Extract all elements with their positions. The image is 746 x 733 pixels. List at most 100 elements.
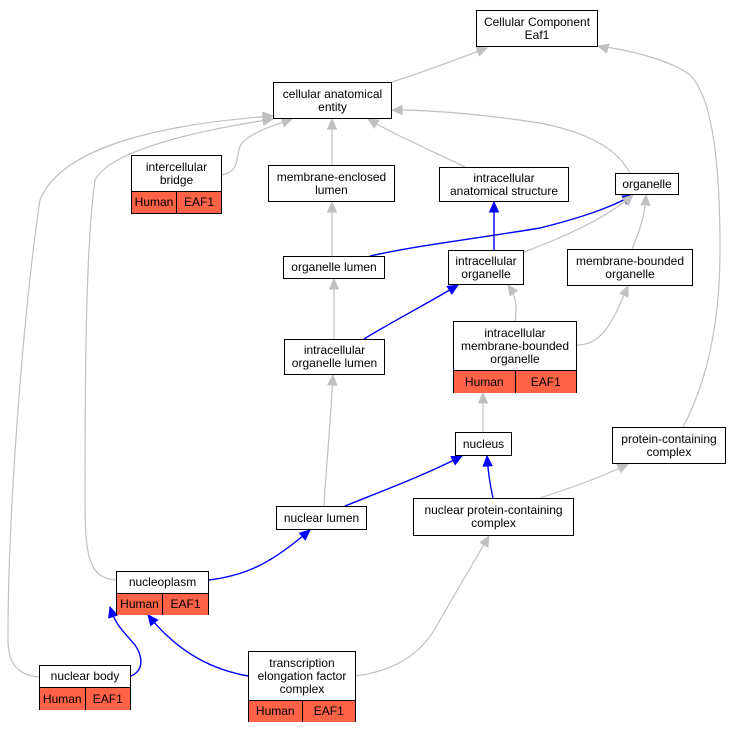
- gene-badge: EAF1: [84, 688, 131, 710]
- node-nuclear-body[interactable]: nuclear body Human EAF1: [39, 665, 131, 710]
- edge-io-to-ias: [488, 200, 500, 250]
- node-label: membrane-bounded organelle: [575, 253, 685, 281]
- node-label: intracellular membrane-bounded organelle: [460, 325, 570, 366]
- arrowhead-icon: [366, 118, 380, 129]
- edge-tefc-to-npc: [355, 534, 490, 677]
- node-label: nucleus: [462, 436, 505, 451]
- node-label: transcription elongation factor complex: [257, 655, 347, 696]
- edge-ol-to-org: [369, 194, 635, 257]
- arrowhead-icon: [327, 373, 338, 386]
- annotation-row: Human EAF1: [117, 593, 208, 615]
- edge-mbo-to-org: [631, 193, 651, 250]
- arrowhead-icon: [298, 529, 311, 541]
- species-badge: Human: [42, 691, 82, 706]
- edge-ol-to-mel: [326, 200, 338, 256]
- annotation-row: Human EAF1: [454, 370, 576, 393]
- node-transcription-elongation-factor-complex[interactable]: transcription elongation factor complex …: [248, 651, 356, 722]
- arrowhead-icon: [446, 284, 460, 295]
- arrowhead-icon: [640, 193, 651, 206]
- edge-line: [539, 463, 629, 499]
- edge-npc-to-pcc: [539, 463, 630, 499]
- node-intracellular-organelle-lumen[interactable]: intracellular organelle lumen: [284, 339, 385, 375]
- edge-line: [147, 614, 249, 677]
- node-label: protein-containing complex: [621, 431, 717, 459]
- node-label: nucleoplasm: [128, 575, 197, 589]
- node-label: organelle lumen: [291, 260, 377, 274]
- annotation-row: Human EAF1: [40, 687, 130, 710]
- arrowhead-icon: [108, 605, 119, 619]
- edge-line: [208, 529, 311, 581]
- edge-line: [597, 45, 721, 428]
- species-badge: Human: [464, 374, 504, 389]
- edge-npc-to-nuc: [482, 454, 494, 499]
- edge-iol-to-ol: [328, 277, 340, 339]
- species-badge: Human: [255, 704, 295, 718]
- node-label: nuclear protein-containing complex: [424, 503, 563, 530]
- arrowhead-icon: [618, 284, 629, 298]
- edge-np-to-nl: [208, 529, 311, 581]
- edge-line: [391, 47, 488, 83]
- edge-cae-to-cc: [391, 46, 489, 83]
- gene-badge: EAF1: [301, 701, 356, 722]
- node-nucleus[interactable]: nucleus: [455, 432, 512, 456]
- node-intracellular-anatomical-structure[interactable]: intracellular anatomical structure: [439, 167, 569, 202]
- edge-line: [391, 109, 631, 174]
- edge-iol-to-io: [363, 284, 460, 340]
- edge-nl-to-nuc: [344, 455, 464, 507]
- node-membrane-enclosed-lumen[interactable]: membrane-enclosed lumen: [268, 165, 395, 202]
- node-membrane-bounded-organelle[interactable]: membrane-bounded organelle: [567, 249, 693, 286]
- node-label: nuclear lumen: [283, 510, 360, 525]
- edge-mel-to-cae: [326, 117, 338, 165]
- arrowhead-icon: [390, 104, 403, 116]
- arrowhead-icon: [280, 117, 294, 128]
- node-nuclear-protein-containing-complex[interactable]: nuclear protein-containing complex: [413, 498, 574, 536]
- arrowhead-icon: [262, 111, 275, 123]
- node-label: intracellular organelle: [455, 253, 517, 281]
- edge-ias-to-cae: [366, 118, 466, 168]
- edge-line: [523, 194, 634, 253]
- gene-badge: EAF1: [162, 594, 208, 615]
- arrowhead-icon: [475, 46, 489, 57]
- arrowhead-icon: [507, 284, 519, 297]
- node-nuclear-lumen[interactable]: nuclear lumen: [276, 506, 367, 530]
- arrowhead-icon: [450, 455, 464, 466]
- node-intercellular-bridge[interactable]: intercellular bridge Human EAF1: [131, 155, 222, 214]
- node-label: membrane-enclosed lumen: [276, 169, 387, 197]
- edge-imbo-to-mbo: [576, 284, 629, 346]
- node-intracellular-organelle[interactable]: intracellular organelle: [448, 250, 524, 285]
- edge-pcc-to-cc: [596, 43, 721, 428]
- annotation-row: Human EAF1: [132, 191, 221, 213]
- edge-org-to-cae: [390, 104, 631, 174]
- edge-nl-to-iol: [323, 373, 338, 507]
- node-intracellular-membrane-bounded-organelle[interactable]: intracellular membrane-bounded organelle…: [453, 321, 577, 393]
- arrowhead-icon: [596, 43, 610, 54]
- arrowhead-icon: [488, 200, 500, 213]
- edge-line: [221, 118, 293, 176]
- node-nucleoplasm[interactable]: nucleoplasm Human EAF1: [116, 571, 209, 615]
- edge-line: [576, 285, 629, 346]
- arrowhead-icon: [147, 614, 159, 627]
- node-organelle-lumen[interactable]: organelle lumen: [283, 256, 385, 279]
- node-protein-containing-complex[interactable]: protein-containing complex: [612, 427, 726, 464]
- node-label: cellular anatomical entity: [282, 86, 383, 114]
- species-badge: Human: [120, 597, 159, 611]
- edge-line: [355, 535, 490, 677]
- arrowhead-icon: [477, 391, 489, 404]
- node-organelle[interactable]: organelle: [615, 173, 679, 195]
- species-badge: Human: [134, 195, 174, 209]
- edge-nb-to-cae: [7, 111, 275, 678]
- node-cellular-component[interactable]: Cellular Component Eaf1: [476, 10, 598, 47]
- edge-imbo-to-io: [507, 284, 519, 322]
- gene-badge: EAF1: [176, 192, 221, 213]
- edge-line: [369, 194, 634, 257]
- arrowhead-icon: [621, 194, 634, 206]
- node-label: nuclear body: [50, 669, 120, 683]
- arrowhead-icon: [482, 454, 494, 467]
- node-label: organelle: [622, 176, 672, 191]
- edge-line: [367, 118, 466, 168]
- node-cellular-anatomical-entity[interactable]: cellular anatomical entity: [273, 82, 392, 119]
- annotation-row: Human EAF1: [249, 700, 355, 722]
- edge-line: [109, 606, 142, 677]
